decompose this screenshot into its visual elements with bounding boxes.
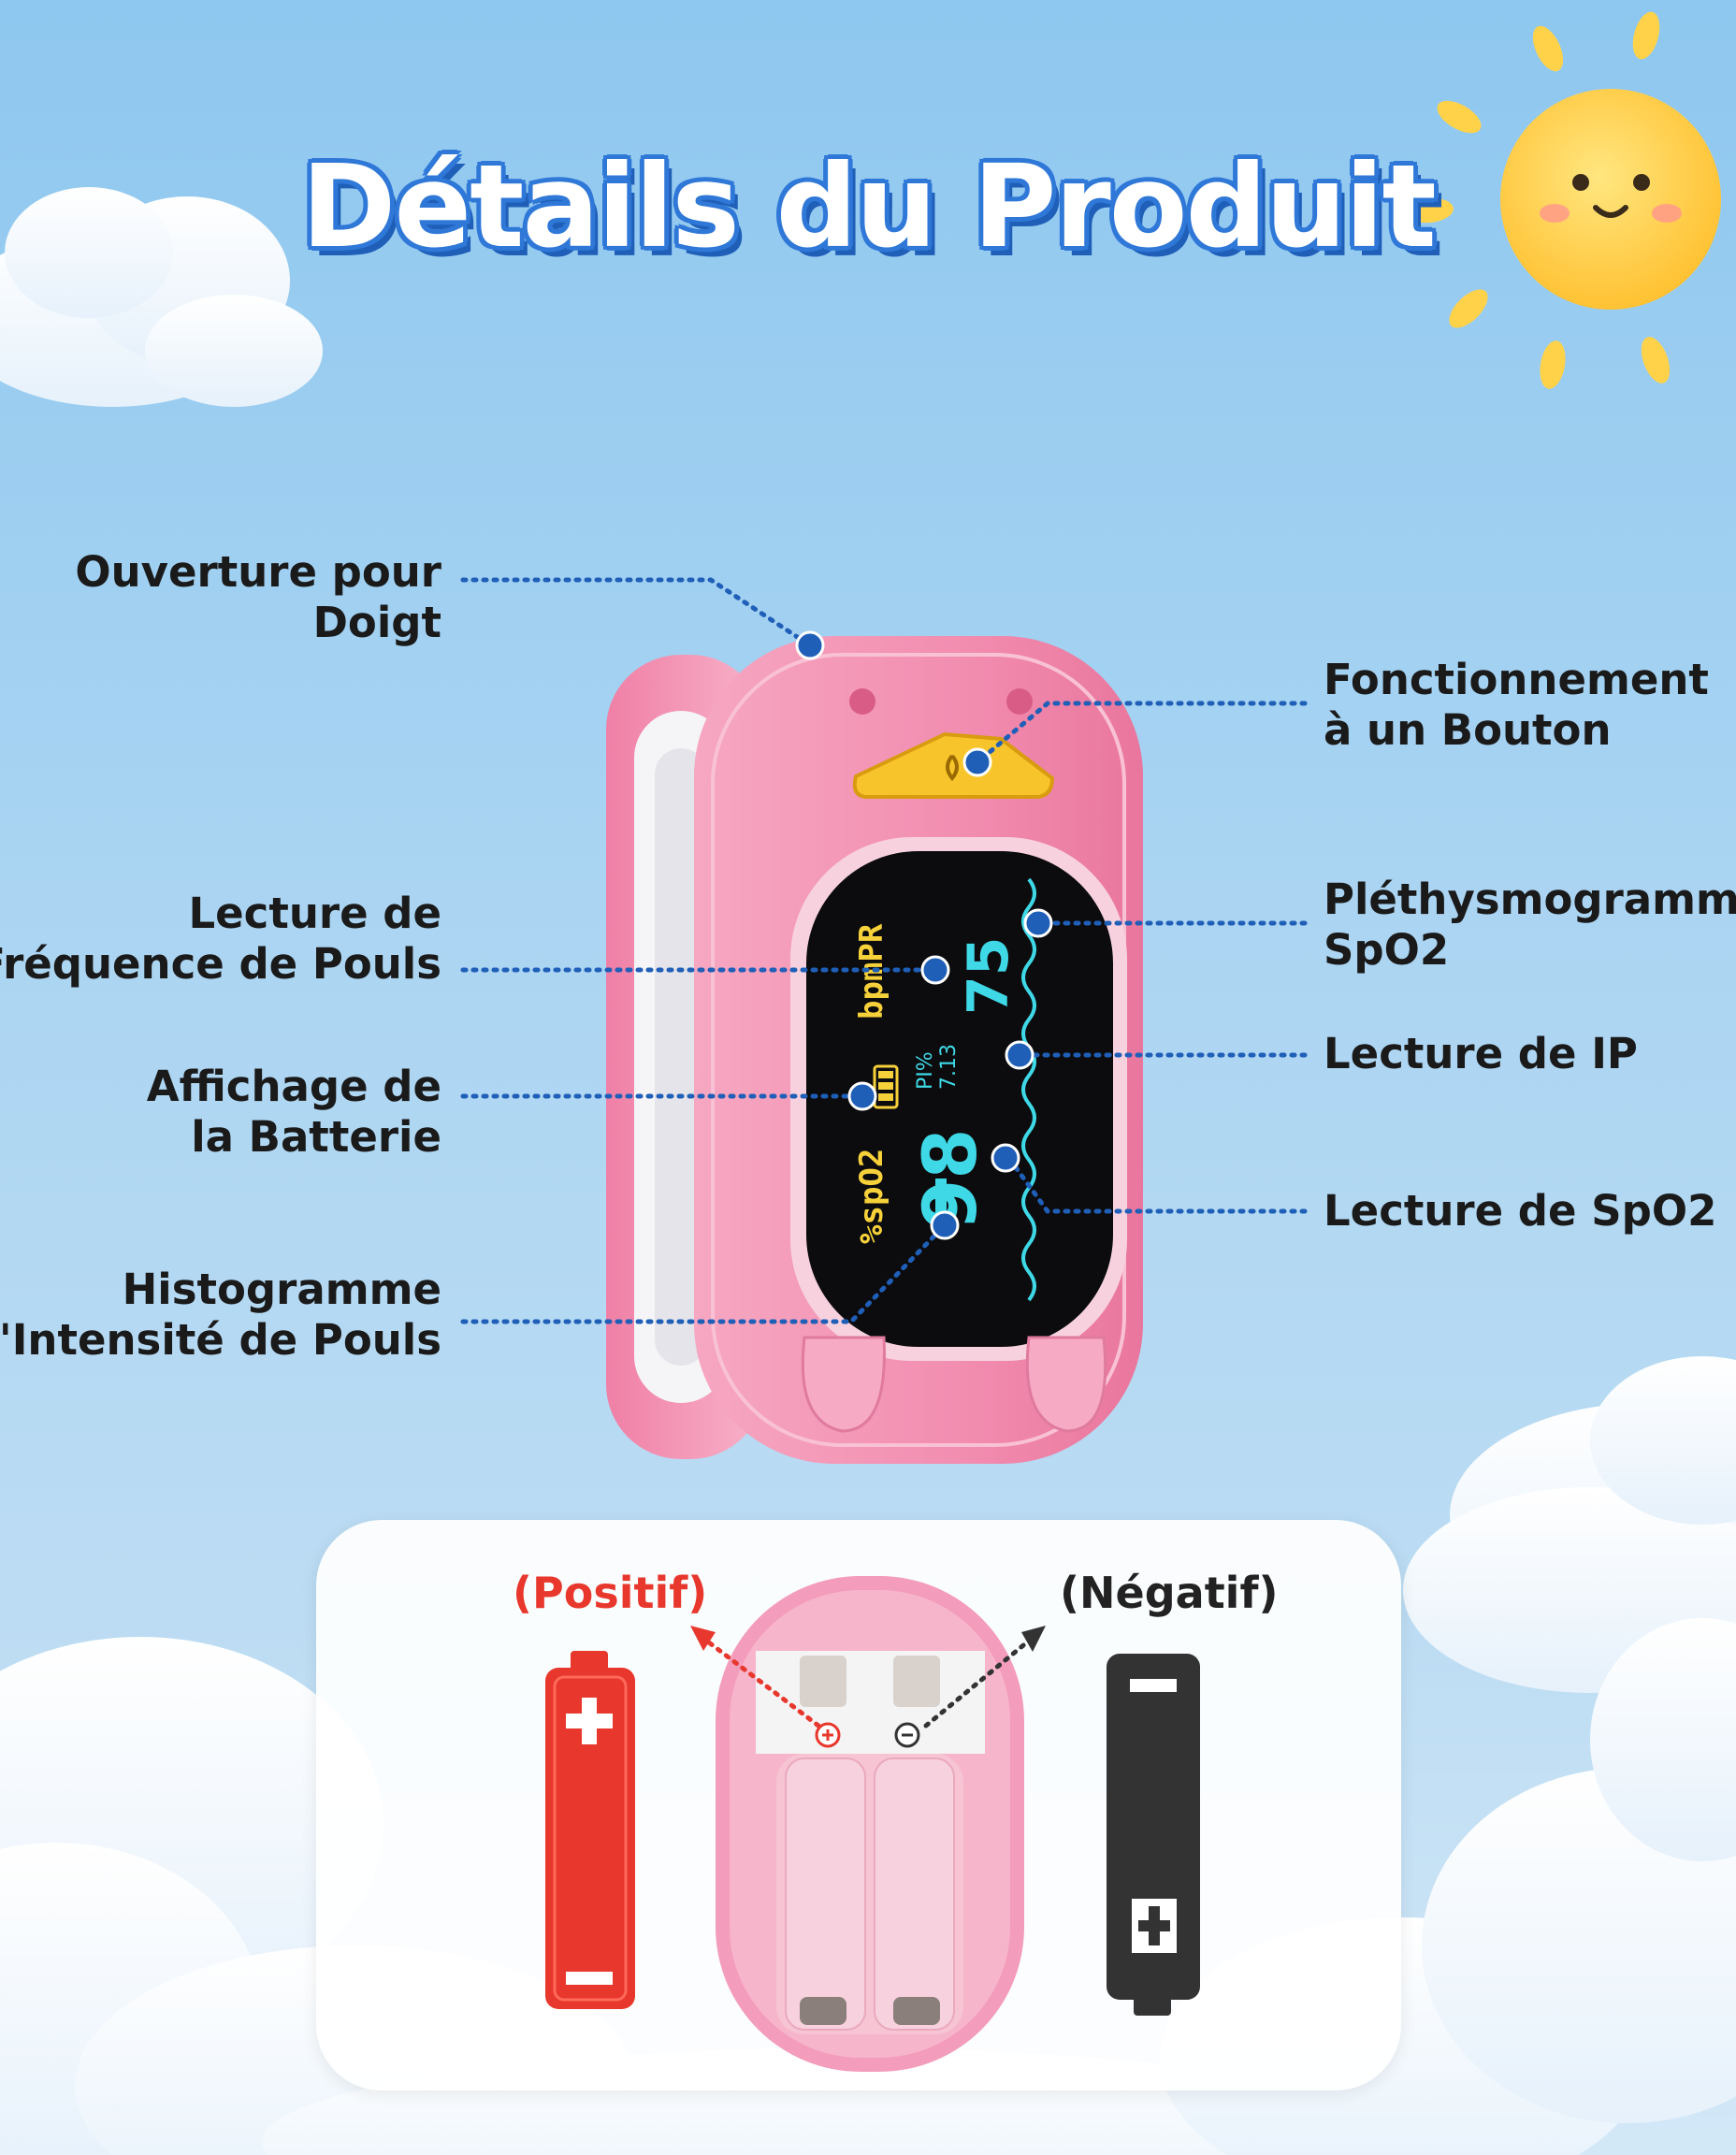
device-foot-left xyxy=(801,1336,886,1433)
screen xyxy=(806,851,1113,1347)
device-dot-right xyxy=(1006,688,1033,715)
device-dot-left xyxy=(849,688,875,715)
cloud-top-left xyxy=(0,187,323,407)
power-button xyxy=(852,731,1055,799)
dot-pi xyxy=(1005,1040,1034,1070)
dot-spo2 xyxy=(991,1143,1020,1173)
negative-battery-icon xyxy=(1107,1654,1200,2016)
label-pi-reading: Lecture de IP xyxy=(1324,1029,1638,1078)
battery-compartment xyxy=(716,1576,1024,2072)
dot-one-button xyxy=(962,747,992,777)
positive-battery-icon xyxy=(545,1651,635,2009)
device-foot-right xyxy=(1025,1336,1107,1433)
sun-icon xyxy=(1405,11,1721,389)
dot-finger-opening xyxy=(795,630,825,660)
screen-battery-icon xyxy=(873,1064,899,1109)
dot-pulse-rate xyxy=(920,955,950,985)
positive-label: (Positif) xyxy=(513,1568,708,1618)
dot-battery xyxy=(847,1081,877,1111)
dot-histogram xyxy=(930,1210,960,1240)
dot-pleth xyxy=(1023,908,1053,938)
pleth-waveform xyxy=(1021,877,1036,1302)
label-spo2-reading: Lecture de SpO2 xyxy=(1324,1186,1717,1236)
page-title: Détails du Produit xyxy=(301,140,1437,273)
negative-label: (Négatif) xyxy=(1060,1568,1279,1618)
